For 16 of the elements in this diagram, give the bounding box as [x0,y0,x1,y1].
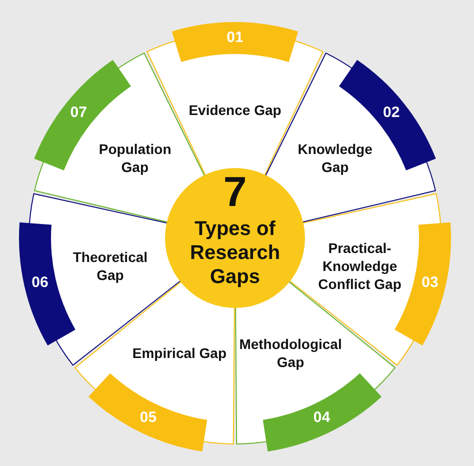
segment-label: Practical-Knowledge Conflict Gap [318,239,402,294]
number-label: 07 [70,104,87,122]
big-number: 7 [223,170,247,214]
segment-label: Methodological Gap [239,335,342,372]
center-title: Types of Research Gaps [190,217,280,289]
number-label: 04 [313,409,330,428]
segment-label: Knowledge Gap [298,140,373,176]
number-label: 01 [226,29,244,47]
segment-label: Evidence Gap [188,101,282,119]
number-label: 02 [383,104,400,122]
number-label: 06 [32,274,48,292]
segment-label: Theoretical Gap [72,248,148,284]
segment-label: Population Gap [98,140,171,176]
number-label: 05 [140,409,157,428]
segment-label: Empirical Gap [132,344,227,362]
number-label: 03 [422,274,438,292]
